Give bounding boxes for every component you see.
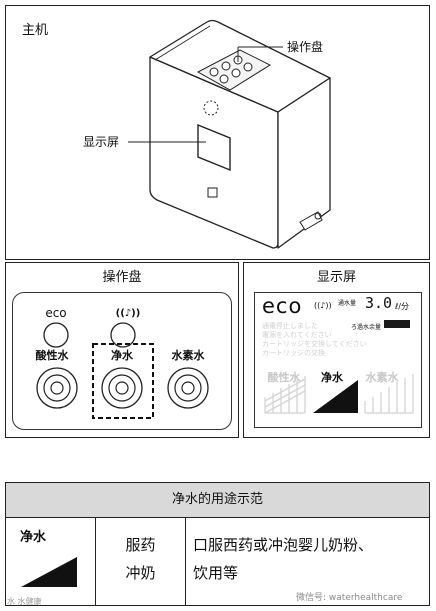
control-panel-title: 操作盘 (102, 270, 142, 285)
control-panel-face (12, 292, 232, 430)
pure-water-label: 净水 (111, 349, 133, 362)
display-callout: 显示屏 (83, 135, 120, 149)
usage-category-line2: 冲奶 (125, 564, 156, 582)
display-acid-label: 酸性水 (267, 371, 301, 384)
unit-illustration (128, 19, 331, 249)
sound-button (110, 322, 136, 348)
faint-line-2: 電源を入れてください (262, 331, 332, 339)
control-panel-buttons (36, 322, 209, 419)
top-button-1 (209, 67, 219, 77)
acid-water-label: 酸性水 (35, 349, 69, 362)
display-sound-icon: ((♪)) (314, 301, 332, 310)
usage-table-header-bg (6, 483, 429, 518)
usage-level-label: 净水 (20, 530, 47, 545)
watermark-left: 水 水健康 (7, 597, 42, 606)
display-hydrogen-label: 水素水 (365, 371, 399, 384)
filter-label: ろ過水余量 (351, 324, 382, 331)
usage-description-line1: 口服西药或冲泡婴儿奶粉、 (193, 536, 374, 554)
pure-water-dial (101, 367, 143, 409)
eco-button (43, 322, 69, 348)
unit-panel (5, 5, 430, 260)
usage-description-line2: 饮用等 (193, 564, 239, 582)
display-eco-text: eco (262, 294, 303, 318)
faint-line-4: カートリッジの交換 (262, 349, 325, 357)
pure-level-wedge (313, 380, 358, 413)
filter-remaining-bar (384, 320, 410, 328)
acid-water-dial (36, 367, 78, 409)
watermark-right: 微信号: waterhealthcare (296, 593, 403, 603)
usage-table (5, 482, 430, 606)
sound-icon: ((♪)) (115, 308, 141, 319)
top-button-2 (221, 61, 231, 71)
control-panel-frame (5, 262, 239, 438)
flow-unit: ℓ/分 (395, 302, 409, 311)
usage-level-wedge (21, 557, 77, 587)
flow-label: 通水量 (338, 300, 357, 307)
usage-category-line1: 服药 (125, 536, 156, 554)
level-wedges (264, 374, 414, 414)
display-panel-frame (243, 262, 430, 438)
flow-value: 3.0 (365, 294, 393, 312)
control-panel-callout: 操作盘 (287, 40, 324, 54)
display-pure-label: 净水 (321, 371, 343, 384)
unit-panel-title: 主机 (22, 23, 49, 38)
faint-line-1: 通電停止しました (262, 322, 318, 330)
display-panel-title: 显示屏 (316, 270, 356, 285)
faint-line-3: カートリッジを交換してください (262, 340, 367, 348)
usage-table-header: 净水的用途示范 (171, 492, 263, 507)
display-screen-frame (254, 292, 422, 428)
hydrogen-water-label: 水素水 (171, 349, 205, 362)
eco-label: eco (45, 306, 67, 320)
selected-highlight (92, 343, 154, 419)
hydrogen-water-dial (167, 367, 209, 409)
